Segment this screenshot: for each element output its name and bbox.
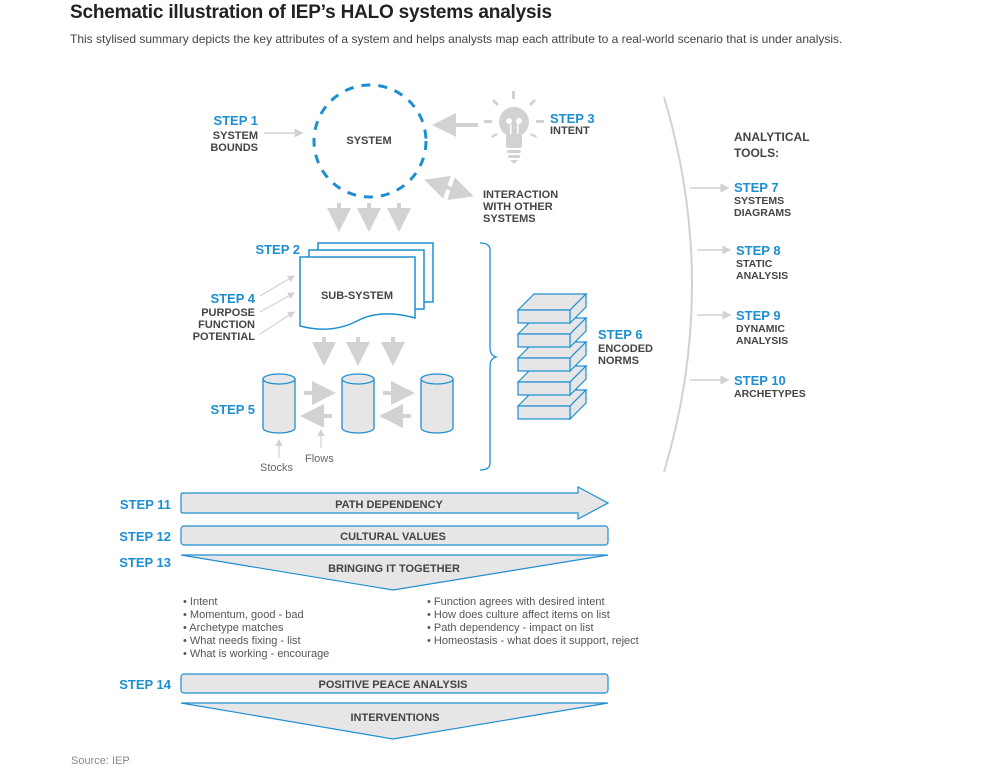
system-boundary-circle	[312, 83, 428, 199]
bullets-left: • Intent • Momentum, good - bad • Archet…	[183, 596, 329, 660]
step-4-line-3: POTENTIAL	[193, 331, 256, 343]
lightbulb-icon	[484, 91, 544, 164]
step-11-label: STEP 11	[120, 497, 171, 512]
step-10-line-1: ARCHETYPES	[734, 388, 806, 400]
interventions-funnel	[180, 702, 609, 740]
flow-arrows	[300, 381, 415, 428]
subsystem-to-stocks-arrows	[312, 337, 405, 366]
interaction-line-3: SYSTEMS	[483, 213, 536, 225]
step-8-line-1: STATIC	[736, 258, 773, 270]
path-dependency-label: PATH DEPENDENCY	[335, 499, 443, 511]
positive-peace-bar	[180, 673, 609, 694]
analytical-tools-line-1: ANALYTICAL	[734, 130, 810, 144]
step-9-line-1: DYNAMIC	[736, 323, 785, 335]
step-6-label: STEP 6	[598, 327, 643, 342]
analytical-tools-line-2: TOOLS:	[734, 146, 779, 160]
step-2-label: STEP 2	[255, 242, 300, 257]
source-note: Source: IEP	[71, 755, 130, 767]
bringing-together-label: BRINGING IT TOGETHER	[328, 563, 460, 575]
system-to-subsystem-arrows	[327, 203, 411, 232]
step-5-label: STEP 5	[210, 402, 255, 417]
bringing-together-funnel	[180, 554, 609, 591]
flows-label: Flows	[305, 453, 334, 465]
step-4-arrows	[259, 275, 296, 335]
analytical-arrows	[690, 183, 732, 385]
subsystem-label: SUB-SYSTEM	[321, 290, 393, 302]
analytical-arc	[663, 96, 693, 473]
step-4-line-2: FUNCTION	[198, 319, 255, 331]
encoded-norms-stack	[516, 292, 588, 421]
step-6-line-2: NORMS	[598, 355, 639, 367]
bullet-item: • Function agrees with desired intent	[427, 596, 605, 608]
stocks-label: Stocks	[260, 462, 294, 474]
system-label: SYSTEM	[346, 135, 391, 147]
step-7-label: STEP 7	[734, 180, 779, 195]
norm-block	[516, 292, 588, 325]
interventions-label: INTERVENTIONS	[350, 712, 439, 724]
step-10-label: STEP 10	[734, 373, 786, 388]
bullet-item: • Homeostasis - what does it support, re…	[427, 635, 639, 647]
cultural-values-bar	[180, 525, 609, 546]
bullet-item: • How does culture affect items on list	[427, 609, 610, 621]
interaction-line-1: INTERACTION	[483, 189, 558, 201]
step-8-line-2: ANALYSIS	[736, 270, 788, 282]
grouping-brace	[479, 242, 499, 471]
positive-peace-label: POSITIVE PEACE ANALYSIS	[319, 679, 468, 691]
bullet-item: • What is working - encourage	[183, 648, 329, 660]
subsystem-documents	[299, 242, 434, 330]
step-7-line-1: SYSTEMS	[734, 195, 784, 207]
bullet-item: • Path dependency - impact on list	[427, 622, 594, 634]
interaction-line-2: WITH OTHER	[483, 201, 553, 213]
bullet-item: • Momentum, good - bad	[183, 609, 304, 621]
step-14-label: STEP 14	[119, 677, 172, 692]
interaction-arrow	[424, 175, 474, 201]
step-9-line-2: ANALYSIS	[736, 335, 788, 347]
step-8-label: STEP 8	[736, 243, 781, 258]
step-1-label: STEP 1	[213, 113, 258, 128]
step-12-label: STEP 12	[119, 529, 171, 544]
step-1-line-2: BOUNDS	[210, 142, 258, 154]
step-9-label: STEP 9	[736, 308, 781, 323]
step-7-line-2: DIAGRAMS	[734, 207, 791, 219]
bullet-item: • Archetype matches	[183, 622, 284, 634]
page-subtitle: This stylised summary depicts the key at…	[70, 32, 843, 46]
step-3-line-1: INTENT	[550, 125, 590, 137]
bullet-item: • What needs fixing - list	[183, 635, 301, 647]
page-title: Schematic illustration of IEP’s HALO sys…	[70, 2, 552, 23]
path-dependency-arrow	[180, 486, 610, 520]
step-3-label: STEP 3	[550, 111, 595, 126]
stock-cylinders	[262, 373, 454, 434]
bullet-item: • Intent	[183, 596, 217, 608]
step-4-label: STEP 4	[210, 291, 255, 306]
step-6-line-1: ENCODED	[598, 343, 653, 355]
step-4-line-1: PURPOSE	[201, 307, 255, 319]
bullets-right: • Function agrees with desired intent • …	[427, 596, 639, 647]
step-13-label: STEP 13	[119, 555, 171, 570]
cultural-values-label: CULTURAL VALUES	[340, 531, 446, 543]
step-1-line-1: SYSTEM	[213, 130, 258, 142]
